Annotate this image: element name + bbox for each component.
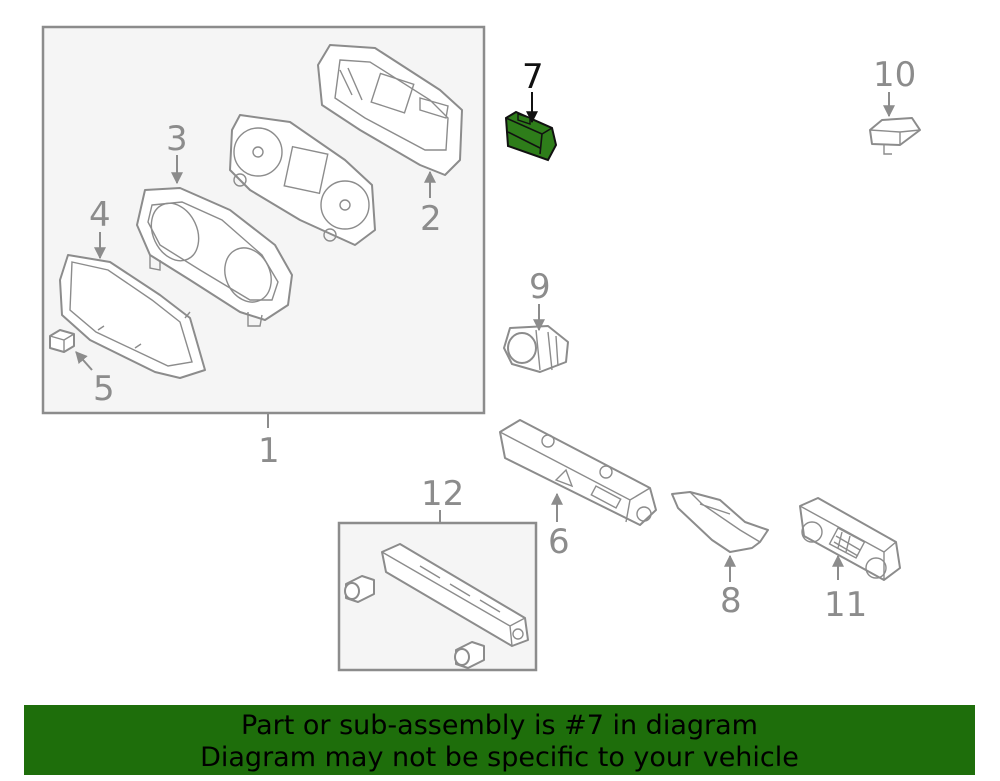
part-gauge-face (229, 114, 376, 246)
callout-11: 11 (824, 585, 867, 625)
part-7-switch-highlighted (504, 110, 558, 162)
part-12-knob-lower (454, 641, 485, 669)
callout-12: 12 (421, 474, 464, 514)
footer-line-1: Part or sub-assembly is #7 in diagram (241, 710, 758, 741)
callout-10: 10 (873, 55, 916, 95)
part-8-bracket (671, 491, 769, 553)
assembly-box-12 (337, 521, 538, 672)
callout-5: 5 (93, 369, 115, 409)
part-5-clip (49, 329, 75, 353)
part-10-cover (869, 117, 921, 155)
callout-6: 6 (548, 522, 570, 562)
part-9-knob (503, 325, 569, 373)
callout-9: 9 (529, 267, 551, 307)
part-3-bezel (136, 187, 293, 327)
callout-7: 7 (522, 57, 544, 97)
callout-4: 4 (89, 195, 111, 235)
callout-2: 2 (420, 199, 442, 239)
part-4-lens (59, 254, 206, 379)
callout-8: 8 (720, 581, 742, 621)
footer-banner: Part or sub-assembly is #7 in diagram Di… (24, 705, 975, 775)
callout-3: 3 (166, 119, 188, 159)
part-6-switch-panel (499, 419, 657, 526)
part-11-climate-panel (799, 497, 901, 581)
part-12-switch-strip (381, 543, 529, 647)
callout-1: 1 (258, 431, 280, 471)
footer-line-2: Diagram may not be specific to your vehi… (200, 742, 799, 773)
part-2-cluster-housing (317, 44, 463, 176)
part-12-knob-upper (344, 575, 375, 603)
